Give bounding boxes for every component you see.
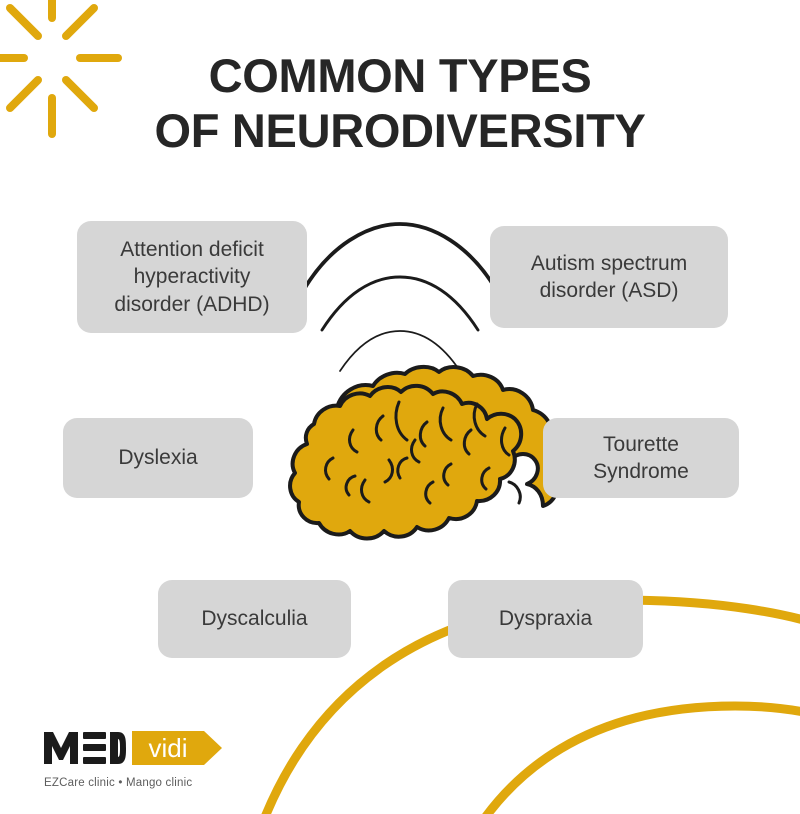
page-title: COMMON TYPES OF NEURODIVERSITY [0,48,800,159]
page-title-line-2: OF NEURODIVERSITY [154,104,646,158]
logo-med-wordmark [44,732,126,764]
chip-tourette-line-1: Tourette [603,432,679,456]
chip-adhd-line-1: Attention deficit [120,238,264,262]
page-title-line-1: COMMON TYPES [208,49,592,102]
chip-dyscalculia-line-1: Dyscalculia [201,607,308,631]
logo-tagline: EZCare clinic • Mango clinic [44,777,193,789]
chip-adhd: Attention deficit hyperactivity disorder… [77,221,307,333]
chip-dyslexia-label: Dyslexia [118,444,197,471]
logo-vidi-text: vidi [148,733,187,763]
chip-adhd-label: Attention deficit hyperactivity disorder… [114,236,269,318]
chip-dyspraxia: Dyspraxia [448,580,643,658]
chip-dyslexia-line-1: Dyslexia [118,446,198,470]
chip-asd-line-1: Autism spectrum [530,251,688,275]
chip-adhd-line-3: disorder (ADHD) [114,292,270,316]
chip-dyslexia: Dyslexia [63,418,253,498]
chip-adhd-line-2: hyperactivity [133,265,251,289]
chip-dyscalculia-label: Dyscalculia [201,605,307,632]
logo-vidi-badge: vidi [132,731,222,765]
chip-asd-line-2: disorder (ASD) [539,279,679,302]
chip-tourette-line-2: Syndrome [593,460,689,483]
chip-dyspraxia-line-1: Dyspraxia [498,607,593,631]
logo-mark: vidi [44,728,226,768]
chip-asd: Autism spectrum disorder (ASD) [490,226,728,328]
chip-tourette-label: Tourette Syndrome [593,431,689,486]
chip-tourette: Tourette Syndrome [543,418,739,498]
chip-dyspraxia-label: Dyspraxia [499,605,592,632]
chip-asd-label: Autism spectrum disorder (ASD) [531,250,687,305]
medvidi-logo: vidi EZCare clinic • Mango clinic [44,728,226,789]
chip-dyscalculia: Dyscalculia [158,580,351,658]
